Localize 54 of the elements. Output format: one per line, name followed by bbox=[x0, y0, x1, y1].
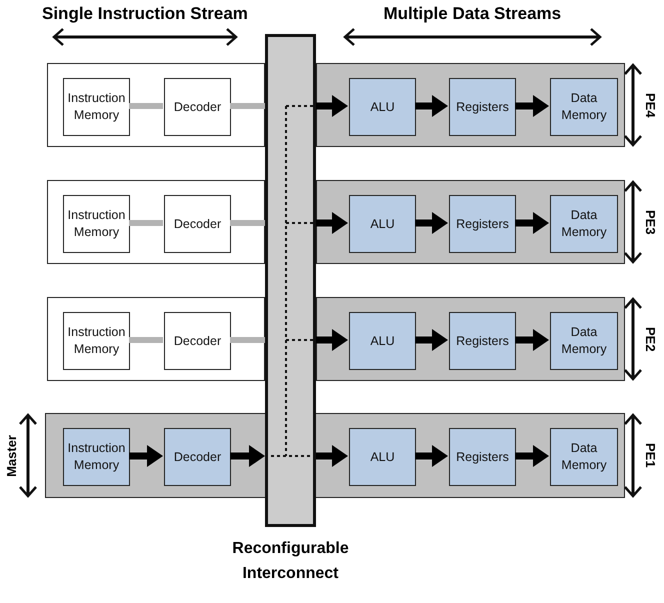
block-box: Registers bbox=[449, 78, 516, 136]
block-box: Data Memory bbox=[550, 78, 618, 136]
arrow bbox=[515, 445, 549, 467]
block-box: ALU bbox=[349, 195, 416, 253]
arrow bbox=[415, 212, 448, 234]
processing-row-panel bbox=[316, 180, 625, 264]
processing-row-panel bbox=[47, 63, 265, 147]
arrow bbox=[515, 329, 549, 351]
connector-line bbox=[230, 337, 265, 343]
stream-label: Single Instruction Stream bbox=[42, 4, 248, 24]
connector-line bbox=[230, 220, 265, 226]
arrow bbox=[415, 95, 448, 117]
block-box: Instruction Memory bbox=[63, 312, 130, 370]
block-box: Registers bbox=[449, 312, 516, 370]
arrow bbox=[415, 329, 448, 351]
processing-row-panel bbox=[47, 297, 265, 381]
interconnect-label: Reconfigurable Interconnect bbox=[231, 539, 350, 584]
master-label: Master bbox=[4, 434, 19, 476]
block-box: Instruction Memory bbox=[63, 78, 130, 136]
pe-label: PE3 bbox=[643, 210, 658, 234]
block-box: Decoder bbox=[164, 428, 231, 486]
arrow bbox=[129, 445, 163, 467]
block-box: Instruction Memory bbox=[63, 428, 130, 486]
block-box: Registers bbox=[449, 195, 516, 253]
block-box: Decoder bbox=[164, 78, 231, 136]
block-box: ALU bbox=[349, 312, 416, 370]
arrow bbox=[316, 95, 348, 117]
processing-row-panel bbox=[47, 180, 265, 264]
connector-line bbox=[129, 103, 163, 109]
block-box: Instruction Memory bbox=[63, 195, 130, 253]
pe-label: PE1 bbox=[643, 443, 658, 468]
processing-row-panel bbox=[316, 63, 625, 147]
arrow bbox=[230, 445, 265, 467]
stream-label: Multiple Data Streams bbox=[384, 4, 562, 24]
arrow bbox=[415, 445, 448, 467]
connector-line bbox=[129, 337, 163, 343]
arrow bbox=[515, 212, 549, 234]
connector-line bbox=[230, 103, 265, 109]
arrow bbox=[515, 95, 549, 117]
block-box: Data Memory bbox=[550, 195, 618, 253]
arrow bbox=[316, 329, 348, 351]
arrow bbox=[316, 212, 348, 234]
block-box: ALU bbox=[349, 78, 416, 136]
block-box: Data Memory bbox=[550, 312, 618, 370]
block-box: Data Memory bbox=[550, 428, 618, 486]
pe-label: PE4 bbox=[643, 92, 658, 118]
block-box: Decoder bbox=[164, 312, 231, 370]
arrow bbox=[316, 445, 348, 467]
block-box: Decoder bbox=[164, 195, 231, 253]
block-box: ALU bbox=[349, 428, 416, 486]
processing-row-panel bbox=[316, 297, 625, 381]
connector-line bbox=[129, 220, 163, 226]
pe-label: PE2 bbox=[643, 326, 658, 352]
block-box: Registers bbox=[449, 428, 516, 486]
